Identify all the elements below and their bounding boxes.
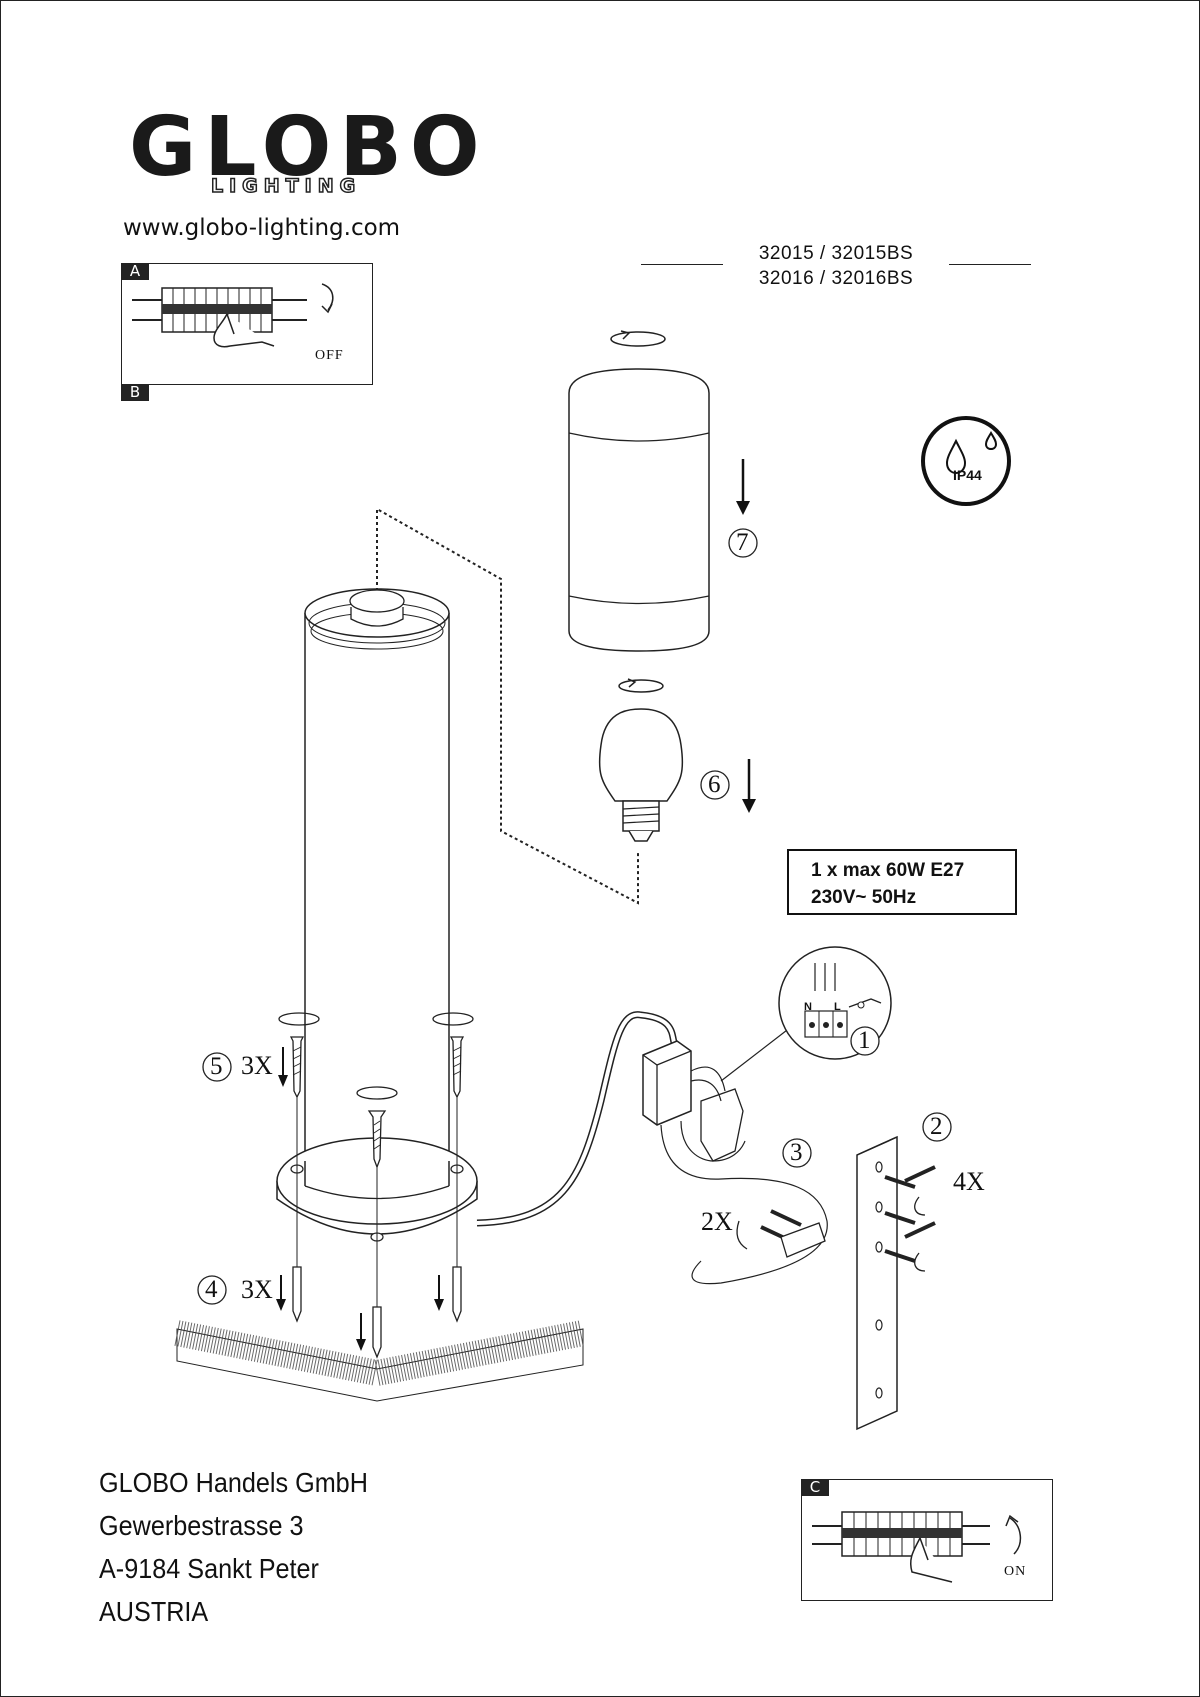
terminal-block-zoom xyxy=(720,946,892,1082)
step-7-number: 7 xyxy=(736,529,749,556)
wall-plug-icon xyxy=(292,1266,462,1359)
inset-switch-off: OFF xyxy=(121,263,373,385)
manufacturer-address: GLOBO Handels GmbH Gewerbestrasse 3 A-91… xyxy=(99,1461,368,1633)
step-2-circle xyxy=(922,1112,952,1142)
rotate-arrow-icon xyxy=(610,330,666,347)
brand-logo: GLOBO xyxy=(129,100,488,195)
on-label: ON xyxy=(1004,1564,1027,1579)
website-link[interactable]: www.globo-lighting.com xyxy=(123,215,401,241)
address-country: AUSTRIA xyxy=(99,1596,209,1627)
model-line-2: 32016 / 32016BS xyxy=(758,268,914,289)
terminal-live-mark: L xyxy=(834,1001,841,1013)
bulb-rotate-arrow-icon xyxy=(618,678,664,693)
post-screw-count: 3X xyxy=(241,1051,273,1080)
step-5-circle xyxy=(202,1052,232,1082)
breaker-panel-on-illustration xyxy=(812,1511,1022,1583)
inset-tag-b: B xyxy=(121,384,149,401)
brand-logo-sub: LIGHTING xyxy=(210,175,362,197)
wall-screw-count: 2X xyxy=(701,1207,733,1236)
down-arrow-icon xyxy=(736,459,750,515)
bollard-post xyxy=(304,588,450,1213)
light-bulb xyxy=(598,708,684,842)
step-3-circle xyxy=(782,1138,812,1168)
alignment-dashed-line xyxy=(376,507,639,905)
spec-bulb: 1 x max 60W E27 xyxy=(811,860,965,881)
step-4-circle xyxy=(197,1275,227,1305)
screw-rotate-arrow-icon xyxy=(278,1012,474,1100)
address-city: A-9184 Sankt Peter xyxy=(99,1553,319,1584)
wall-screw-2x-icon xyxy=(736,1209,826,1258)
bracket-screw-count: 4X xyxy=(953,1167,985,1196)
step-6-number: 6 xyxy=(708,771,721,798)
inset-tag-a: A xyxy=(121,263,149,280)
step-1-circle xyxy=(850,1026,880,1056)
screw-down-arrow-icon xyxy=(278,1047,288,1087)
inset-tag-c: C xyxy=(801,1479,829,1496)
inset-switch-on: ON xyxy=(801,1479,1053,1601)
step-3-number: 3 xyxy=(790,1139,803,1166)
off-label: OFF xyxy=(315,348,344,363)
spec-voltage: 230V~ 50Hz xyxy=(811,887,917,908)
plug-down-arrow-icon xyxy=(276,1275,444,1351)
glass-diffuser xyxy=(568,368,710,652)
junction-box xyxy=(642,1040,828,1285)
address-street: Gewerbestrasse 3 xyxy=(99,1510,304,1541)
wall-plug-count: 3X xyxy=(241,1275,273,1304)
step-4-number: 4 xyxy=(205,1276,218,1303)
breaker-panel-off-illustration xyxy=(132,283,334,348)
step-1-number: 1 xyxy=(858,1027,871,1054)
ip44-label: IP44 xyxy=(953,467,982,483)
step-5-number: 5 xyxy=(210,1053,223,1080)
electrical-spec-box: 1 x max 60W E27 230V~ 50Hz xyxy=(787,849,1017,915)
ground-surface xyxy=(174,1320,586,1402)
model-line-1: 32015 / 32015BS xyxy=(758,243,914,264)
step-7-circle xyxy=(728,528,758,558)
step-2-number: 2 xyxy=(930,1113,943,1140)
step-6-circle xyxy=(700,770,730,800)
bulb-down-arrow-icon xyxy=(742,759,756,813)
terminal-neutral-mark: N xyxy=(804,1001,812,1013)
model-numbers: 32015 / 32015BS 32016 / 32016BS xyxy=(641,241,1031,291)
address-company: GLOBO Handels GmbH xyxy=(99,1467,368,1498)
model-rule-right xyxy=(949,264,1031,265)
bracket-screw-icon xyxy=(884,1165,936,1272)
wall-bracket xyxy=(856,1135,898,1431)
model-rule-left xyxy=(641,264,723,265)
ip44-badge-icon xyxy=(921,416,1011,506)
